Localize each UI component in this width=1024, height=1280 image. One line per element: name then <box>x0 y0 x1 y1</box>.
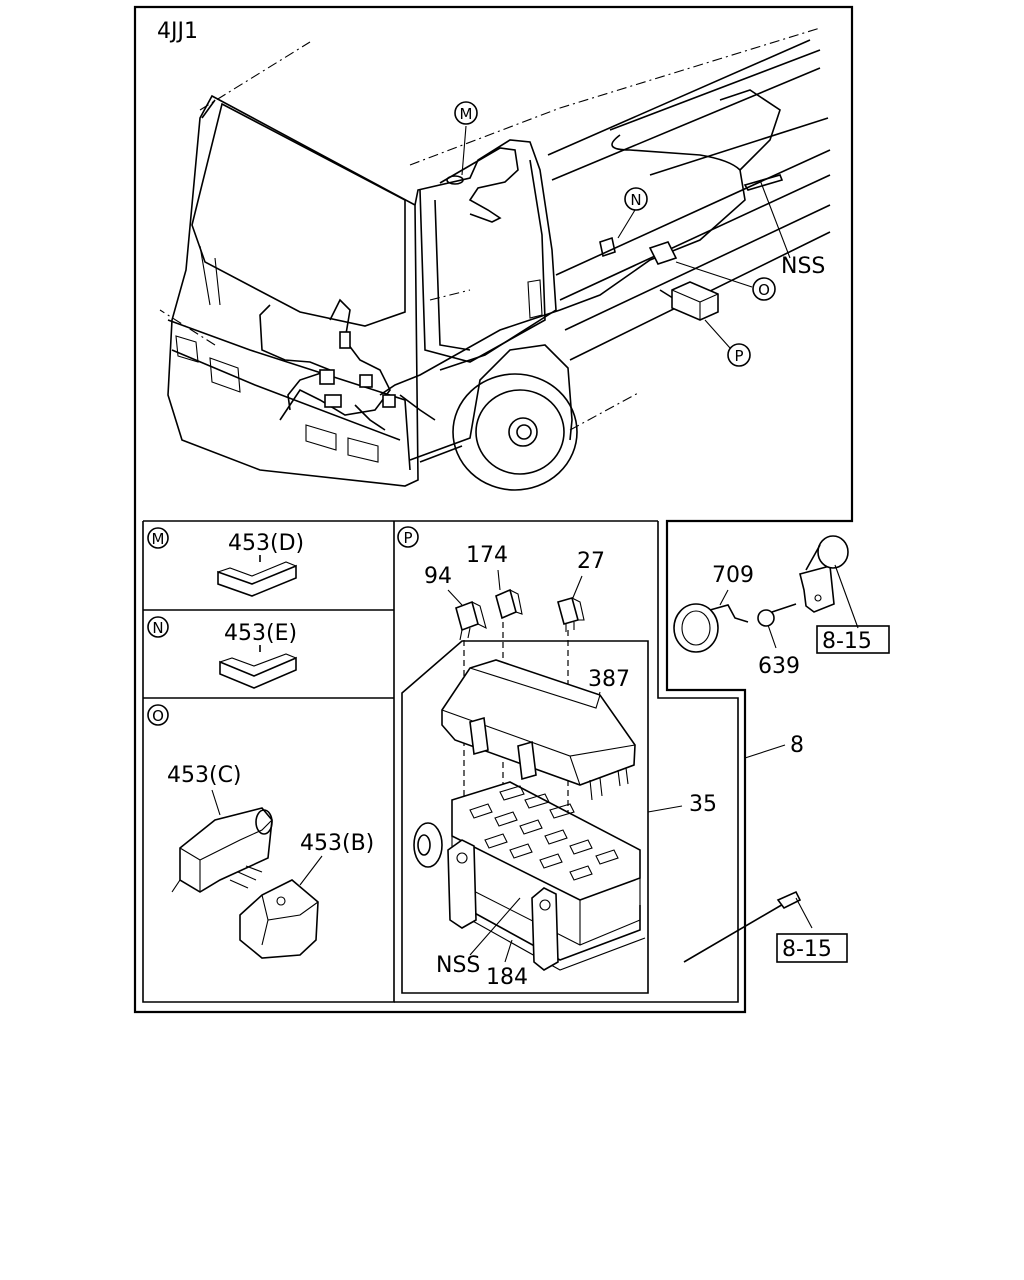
callout-m: M <box>454 101 478 125</box>
part-27-label: 27 <box>577 549 605 574</box>
panel-o-part-c-label: 453(C) <box>167 763 242 788</box>
panel-n: N 453(E) <box>147 616 297 689</box>
callout-p: P <box>727 343 751 367</box>
panel-p: P 94 174 27 387 35 NSS 184 <box>397 526 717 990</box>
ref-box-top <box>816 625 890 654</box>
part-184-label: 184 <box>486 965 528 990</box>
panel-m: M 453(D) <box>147 527 304 597</box>
panel-p-circle-label: P <box>403 529 412 547</box>
panel-n-circle-label: N <box>152 619 163 637</box>
part-639-label: 639 <box>758 654 800 679</box>
callout-n-label: N <box>630 191 641 209</box>
part-387-label: 387 <box>588 667 630 692</box>
panel-o-circle-label: O <box>152 707 164 725</box>
callout-nss-label: NSS <box>781 254 825 279</box>
callout-m-label: M <box>460 105 473 123</box>
panel-m-circle-label: M <box>152 530 165 548</box>
engine-label: 4JJ1 <box>157 19 198 44</box>
part-8-label: 8 <box>790 733 804 758</box>
panel-n-part-label: 453(E) <box>224 621 297 646</box>
panel-o: O 453(C) 453(B) <box>147 704 374 959</box>
diagram-frames <box>133 5 854 1014</box>
truck-illustration <box>159 27 831 491</box>
callout-o: O <box>752 277 776 301</box>
part-35-label: 35 <box>689 792 717 817</box>
part-174-label: 174 <box>466 543 508 568</box>
right-parts: 709 639 8 8-15 8-15 <box>673 535 890 963</box>
callout-o-label: O <box>758 281 770 299</box>
ref-top-label: 8-15 <box>822 629 872 654</box>
ref-bottom-label: 8-15 <box>782 937 832 962</box>
panel-o-part-b-label: 453(B) <box>300 831 374 856</box>
part-709-label: 709 <box>712 563 754 588</box>
callout-n: N <box>624 187 648 211</box>
callout-p-label: P <box>734 347 743 365</box>
part-nss-label: NSS <box>436 953 480 978</box>
ref-box-bottom <box>776 933 848 963</box>
panel-m-part-label: 453(D) <box>228 531 304 556</box>
part-94-label: 94 <box>424 564 452 589</box>
